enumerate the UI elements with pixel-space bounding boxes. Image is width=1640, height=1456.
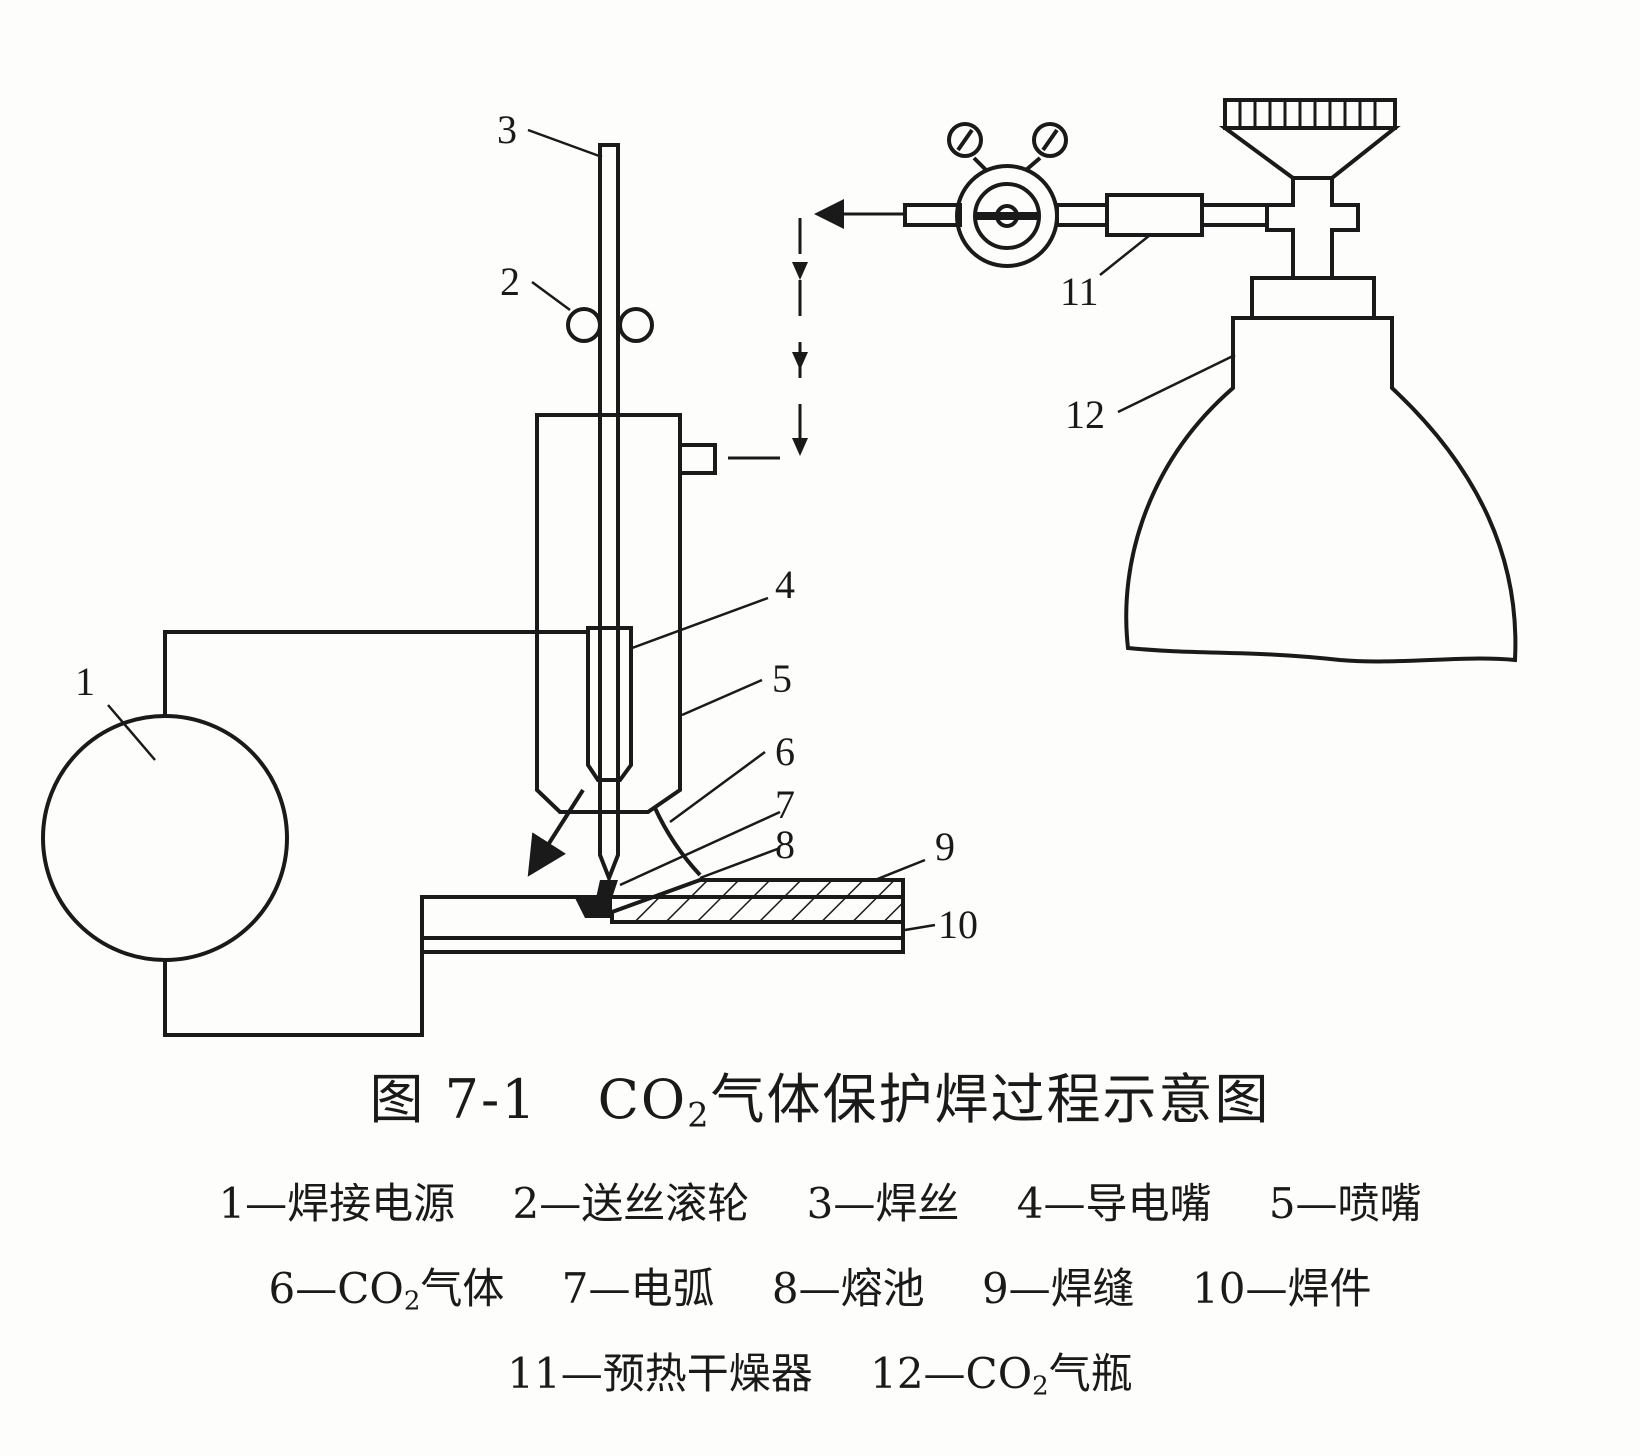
leader-9 [874, 858, 926, 882]
gauge-stem-right [1024, 156, 1042, 172]
label-2: 2 [500, 259, 520, 304]
pressure-gauge-right [1032, 122, 1068, 158]
label-1: 1 [75, 659, 95, 704]
leader-11 [1099, 234, 1151, 276]
caption-title-subscript: 2 [687, 1095, 711, 1135]
legend-item-8: 8—熔池 [771, 1264, 925, 1313]
legend-row-1: 1—焊接电源 2—送丝滚轮 3—焊丝 4—导电嘴 5—喷嘴 [0, 1170, 1640, 1231]
arc [596, 880, 618, 898]
co2-gas-flow-right [653, 807, 702, 877]
legend-item-7: 7—电弧 [561, 1264, 715, 1313]
legend-row-2: 6—CO2气体 7—电弧 8—熔池 9—焊缝 10—焊件 [0, 1255, 1640, 1317]
gas-flow-arrow-2 [792, 352, 808, 370]
nozzle-gas-inlet [680, 443, 717, 475]
label-7: 7 [775, 782, 795, 827]
legend-row-3: 11—预热干燥器 12—CO2气瓶 [0, 1340, 1640, 1402]
leader-3 [527, 128, 603, 159]
wire-feed-roller-left [566, 307, 602, 343]
regulator-outlet-pipe [903, 203, 962, 227]
valve-handle-funnel [1218, 126, 1401, 180]
leader-2 [531, 280, 571, 312]
legend-item-5: 5—喷嘴 [1268, 1179, 1422, 1228]
figure-caption: 图 7-1 CO2气体保护焊过程示意图 [0, 1055, 1640, 1134]
label-9: 9 [935, 824, 955, 869]
legend-item-4: 4—导电嘴 [1016, 1179, 1212, 1228]
leader-10 [904, 923, 936, 932]
cylinder-neck [1250, 276, 1376, 320]
legend-item-3: 3—焊丝 [806, 1179, 960, 1228]
leader-4 [631, 596, 769, 650]
legend-item-9: 9—焊缝 [981, 1264, 1135, 1313]
caption-title-rest: 气体保护焊过程示意图 [710, 1068, 1271, 1131]
legend-item-6: 6—CO2气体 [269, 1255, 505, 1317]
legend-item-6-post: 气体 [420, 1264, 505, 1313]
connector-pipe-1 [1055, 203, 1109, 227]
wire-feed-roller-right [618, 307, 654, 343]
legend-item-10: 10—焊件 [1192, 1264, 1372, 1313]
gas-flow-arrow-1 [792, 262, 808, 280]
legend-item-12-pre: 12—CO [870, 1349, 1033, 1398]
gas-flow-arrow-3 [792, 438, 808, 456]
cylinder-valve [1265, 176, 1360, 280]
legend-item-2: 2—送丝滚轮 [512, 1179, 750, 1228]
connector-pipe-2 [1200, 203, 1269, 227]
contact-tip [586, 626, 633, 782]
co2-cylinder [1124, 316, 1518, 664]
leader-7 [619, 810, 781, 887]
leader-12 [1117, 353, 1236, 414]
label-5: 5 [772, 656, 792, 701]
valve-handwheel [1223, 98, 1397, 130]
welding-wire [598, 143, 620, 884]
legend-item-12-sub: 2 [1032, 1371, 1049, 1402]
label-8: 8 [775, 822, 795, 867]
welding-power-source [41, 714, 289, 962]
label-3: 3 [497, 107, 517, 152]
preheater-dryer [1105, 193, 1204, 237]
legend-item-6-sub: 2 [403, 1286, 421, 1317]
pressure-gauge-left [947, 122, 983, 158]
nozzle [535, 413, 682, 814]
pressure-gauge-right-needle [1041, 128, 1059, 152]
label-11: 11 [1060, 269, 1099, 314]
figure-number: 图 7-1 [369, 1068, 538, 1131]
weld-seam [610, 878, 905, 924]
leader-8 [699, 846, 781, 880]
label-10: 10 [938, 902, 978, 947]
label-12: 12 [1065, 392, 1105, 437]
legend-item-11: 11—预热干燥器 [507, 1349, 813, 1398]
gauge-stem-left [972, 156, 988, 172]
leader-1 [107, 704, 156, 761]
label-6: 6 [775, 729, 795, 774]
co2-gas-flow-left [527, 788, 585, 877]
legend-item-1: 1—焊接电源 [218, 1179, 456, 1228]
handwheel-ridges [1238, 100, 1377, 128]
caption-title-co: CO [597, 1068, 688, 1131]
legend-item-6-pre: 6—CO [268, 1264, 404, 1313]
power-cable-bottom [163, 940, 424, 1037]
leader-5 [681, 678, 763, 717]
pressure-gauge-left-needle [956, 128, 974, 152]
legend-item-12-post: 气瓶 [1048, 1349, 1133, 1398]
molten-pool [575, 895, 612, 918]
power-cable-top [163, 630, 590, 716]
legend-item-12: 12—CO2气瓶 [870, 1340, 1133, 1402]
leader-6 [669, 750, 766, 824]
label-4: 4 [775, 562, 795, 607]
